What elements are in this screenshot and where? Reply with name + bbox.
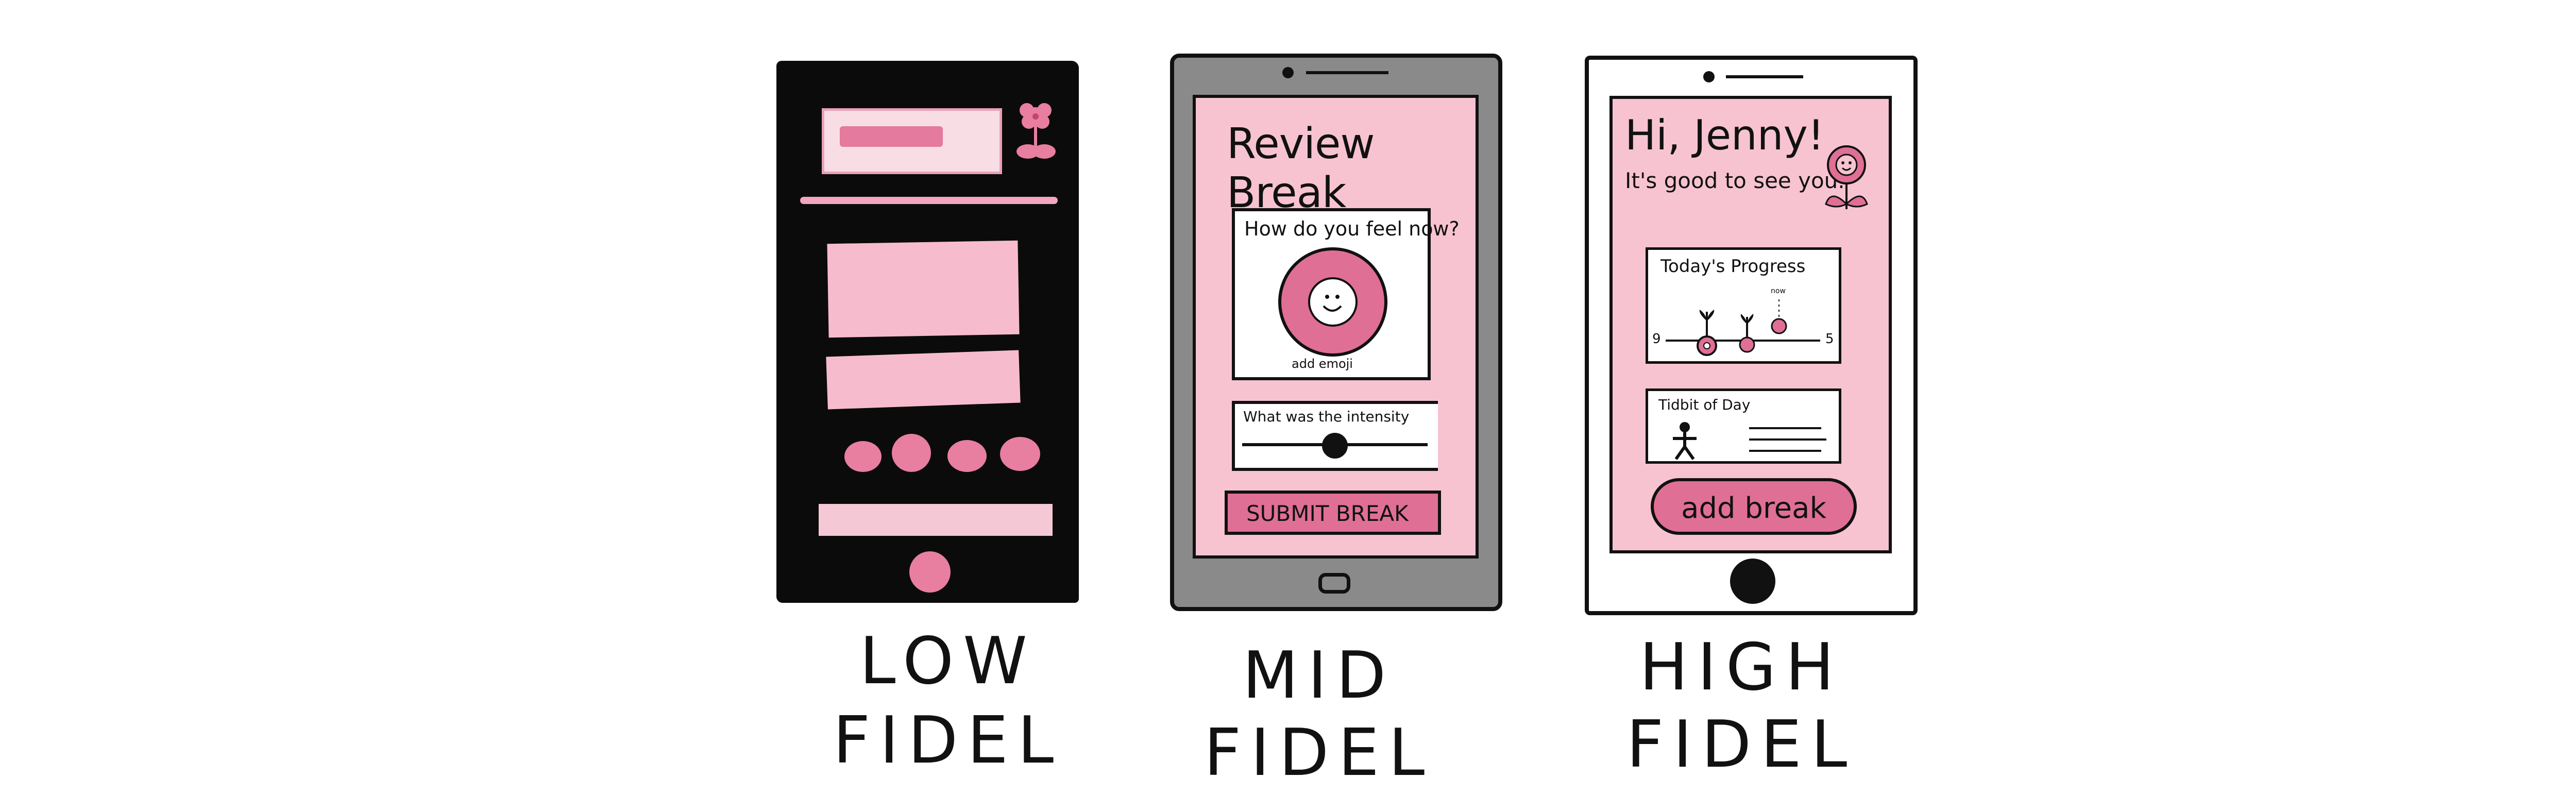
tidbit-text-line-3 [1749, 450, 1821, 452]
high-camera-dot [1703, 71, 1715, 82]
submit-break-label: SUBMIT BREAK [1246, 501, 1409, 526]
low-caption-line1: LOW [859, 623, 1037, 699]
emoji-label: add emoji [1292, 357, 1353, 371]
high-caption-line2: FIDEL [1626, 706, 1857, 782]
person-icon [1673, 422, 1697, 460]
subgreeting: It's good to see you. [1625, 168, 1845, 193]
add-break-label: add break [1681, 492, 1826, 525]
mid-title: Review Break [1227, 120, 1375, 217]
mid-caption: MID FIDEL [1185, 643, 1453, 785]
mid-caption-line1: MID [1242, 637, 1396, 713]
divider-line [800, 197, 1058, 204]
progress-marker-label: now [1771, 287, 1786, 295]
bottom-bar [819, 504, 1053, 536]
speaker-slot [1306, 71, 1388, 74]
dot-2 [892, 434, 931, 472]
camera-dot [1282, 67, 1294, 78]
mid-home-button[interactable] [1318, 573, 1350, 594]
mid-caption-line2: FIDEL [1204, 715, 1434, 790]
intensity-label: What was the intensity [1243, 408, 1410, 425]
intensity-slider-thumb[interactable] [1322, 433, 1348, 459]
high-fidelity-phone: Hi, Jenny! It's good to see you. Today's… [1585, 56, 1918, 615]
high-home-button[interactable] [1730, 559, 1775, 604]
add-break-button[interactable]: add break [1651, 478, 1857, 535]
header-block [822, 108, 1002, 174]
tidbit-card: Tidbit of Day [1646, 388, 1841, 464]
tidbit-title: Tidbit of Day [1658, 396, 1751, 413]
high-screen: Hi, Jenny! It's good to see you. Today's… [1609, 96, 1892, 553]
content-block-1 [827, 240, 1020, 338]
home-button[interactable] [909, 551, 951, 593]
happy-flower-icon [1825, 145, 1868, 209]
low-caption-line2: FIDEL [833, 702, 1063, 778]
tidbit-text-line-2 [1749, 438, 1826, 441]
dot-1 [844, 441, 882, 472]
high-speaker-slot [1726, 75, 1803, 78]
progress-start: 9 [1652, 331, 1661, 347]
submit-break-button[interactable]: SUBMIT BREAK [1225, 491, 1441, 535]
mid-fidelity-phone: Review Break How do you feel now? add em… [1170, 54, 1502, 611]
question-label: How do you feel now? [1244, 217, 1460, 240]
progress-plants-icon [1697, 299, 1787, 356]
content-block-2 [826, 350, 1021, 410]
dot-4 [1000, 437, 1040, 471]
intensity-card: What was the intensity [1232, 401, 1438, 471]
progress-card: Today's Progress now 9 5 [1646, 247, 1841, 364]
progress-end: 5 [1825, 331, 1834, 347]
emoji-card[interactable]: How do you feel now? add emoji [1232, 208, 1460, 380]
smile-face-icon [1323, 295, 1342, 312]
low-caption: LOW FIDEL [804, 629, 1092, 773]
mid-screen: Review Break How do you feel now? add em… [1193, 95, 1479, 559]
high-caption: HIGH FIDEL [1597, 635, 1886, 777]
dot-3 [947, 440, 987, 472]
emoji-face [1308, 277, 1358, 327]
high-caption-line1: HIGH [1639, 629, 1844, 705]
progress-title: Today's Progress [1660, 256, 1806, 277]
tidbit-text-line-1 [1749, 427, 1821, 429]
flower-icon [1016, 103, 1056, 159]
low-fidelity-phone [776, 61, 1079, 603]
emoji-outer-ring [1278, 247, 1387, 357]
greeting: Hi, Jenny! [1625, 111, 1824, 159]
header-bar [840, 126, 943, 147]
